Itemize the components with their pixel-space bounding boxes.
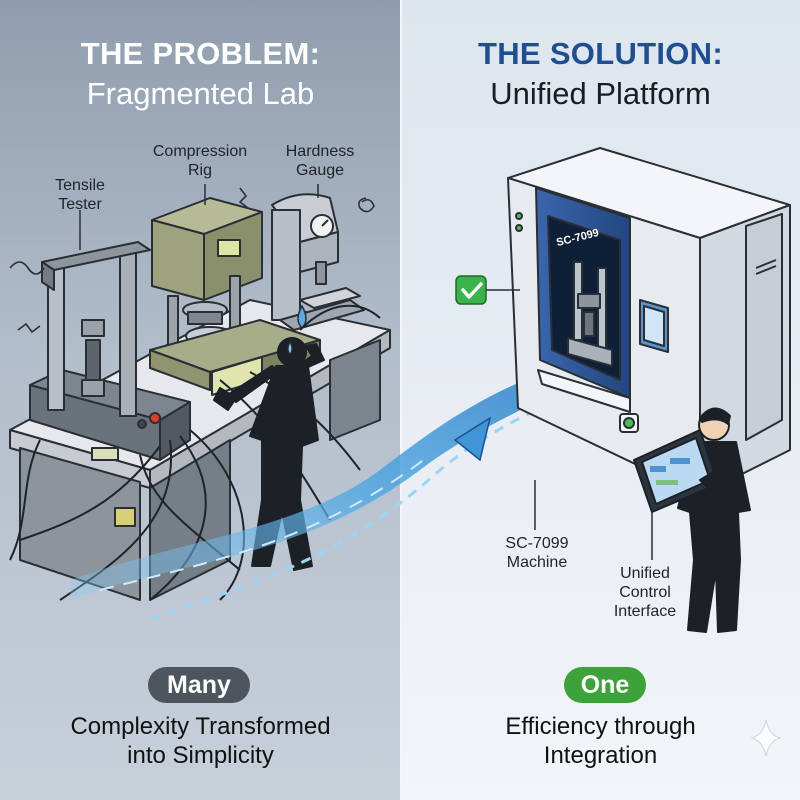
hardness-gauge	[271, 193, 365, 331]
solution-subheading: Unified Platform	[490, 76, 711, 111]
problem-heading: THE PROBLEM:	[80, 36, 321, 71]
solution-heading: THE SOLUTION:	[478, 36, 723, 71]
problem-subheading: Fragmented Lab	[86, 76, 315, 111]
label-pointers	[79, 184, 319, 250]
operator-with-tablet	[633, 407, 751, 633]
tensile-tester	[29, 241, 191, 461]
data-flow-stream	[70, 360, 600, 622]
sweat-drop-icon	[287, 340, 293, 355]
compression-rig	[149, 197, 321, 396]
flow-arrow-head	[453, 416, 492, 462]
stress-scribbles	[9, 187, 375, 334]
label-pointers-right	[534, 480, 653, 560]
badge-many: Many	[148, 667, 250, 703]
sparkle-icon	[750, 719, 782, 757]
badge-one: One	[564, 667, 646, 703]
sc-7099-machine	[507, 147, 791, 496]
check-icon	[455, 275, 520, 305]
